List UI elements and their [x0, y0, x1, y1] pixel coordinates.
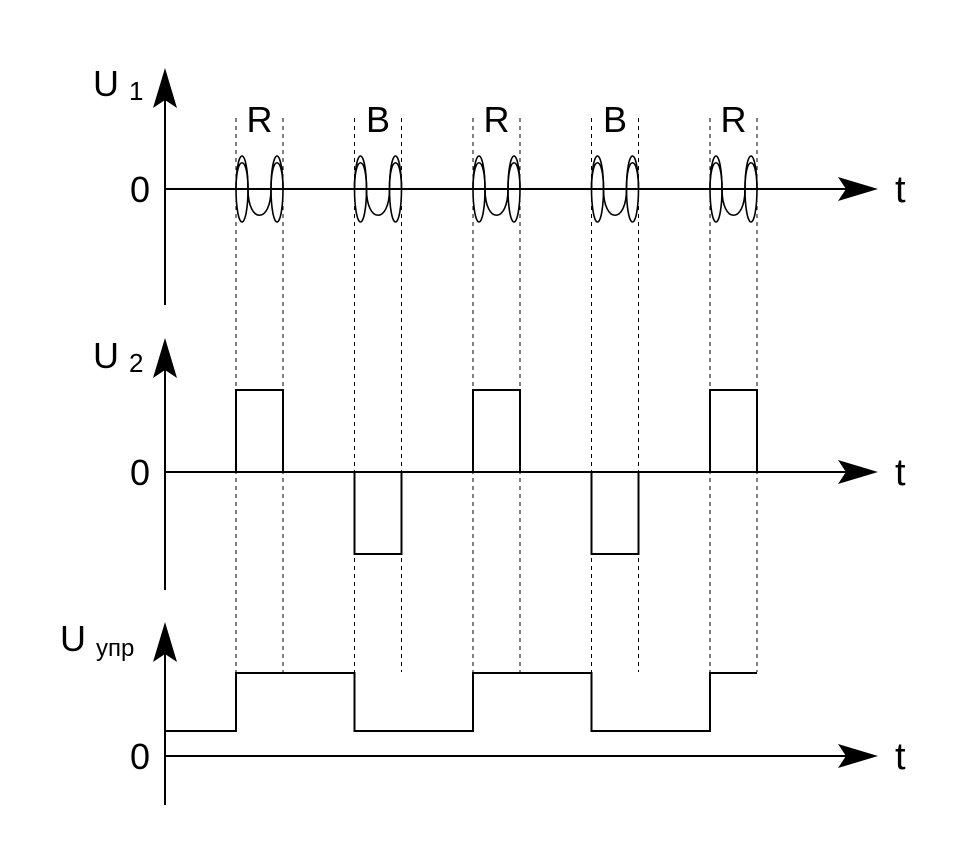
uupr-axis-subscript: упр	[96, 635, 134, 662]
u1-burst-loop-right-0	[270, 155, 284, 223]
u2-up-arrowhead	[153, 338, 177, 378]
axes	[164, 95, 855, 805]
u1-axis-subscript: 1	[129, 76, 143, 106]
u1-time-label: t	[895, 169, 906, 211]
segment-label-2: R	[484, 99, 510, 140]
u1-burst-loop-left-0	[235, 155, 249, 223]
u2-axis-symbol: U	[93, 335, 119, 376]
dashed-guide-lines	[235, 118, 758, 672]
u1-burst-0	[235, 161, 284, 217]
u1-burst-loop-right-3	[625, 155, 640, 223]
u2-square-pulse-trace	[165, 389, 855, 555]
u2-right-arrowhead	[838, 460, 878, 484]
uupr-time-label: t	[895, 736, 906, 778]
u1-right-arrowhead	[838, 177, 878, 201]
u1-burst-loop-left-1	[353, 155, 368, 223]
uupr-right-arrowhead	[838, 744, 878, 768]
u1-burst-loop-left-2	[472, 155, 486, 223]
uupr-axis-symbol: U	[60, 618, 86, 659]
arrowheads	[153, 68, 878, 768]
u1-burst-loop-right-4	[744, 155, 758, 223]
u1-burst-loop-left-3	[590, 155, 605, 223]
u2-zero-label: 0	[130, 452, 150, 493]
uupr-zero-label: 0	[130, 736, 150, 777]
segment-label-1: B	[366, 99, 390, 140]
u1-up-arrowhead	[153, 68, 177, 108]
segment-label-0: R	[247, 99, 273, 140]
u1-burst-loop-left-4	[709, 155, 723, 223]
u1-burst-loop-right-1	[388, 155, 403, 223]
u1-burst-2	[472, 161, 521, 217]
u2-axis-subscript: 2	[129, 348, 143, 378]
u1-burst-3	[590, 161, 640, 217]
uupr-control-level-trace	[165, 672, 757, 732]
u1-burst-loop-right-2	[507, 155, 521, 223]
u1-zero-label: 0	[130, 169, 150, 210]
u1-axis-symbol: U	[93, 63, 119, 104]
uupr-up-arrowhead	[153, 622, 177, 662]
u2-time-label: t	[895, 452, 906, 494]
segment-label-4: R	[721, 99, 747, 140]
u1-burst-waveforms	[235, 155, 758, 223]
segment-label-3: B	[603, 99, 627, 140]
u1-burst-4	[709, 161, 758, 217]
u1-burst-1	[353, 161, 403, 217]
